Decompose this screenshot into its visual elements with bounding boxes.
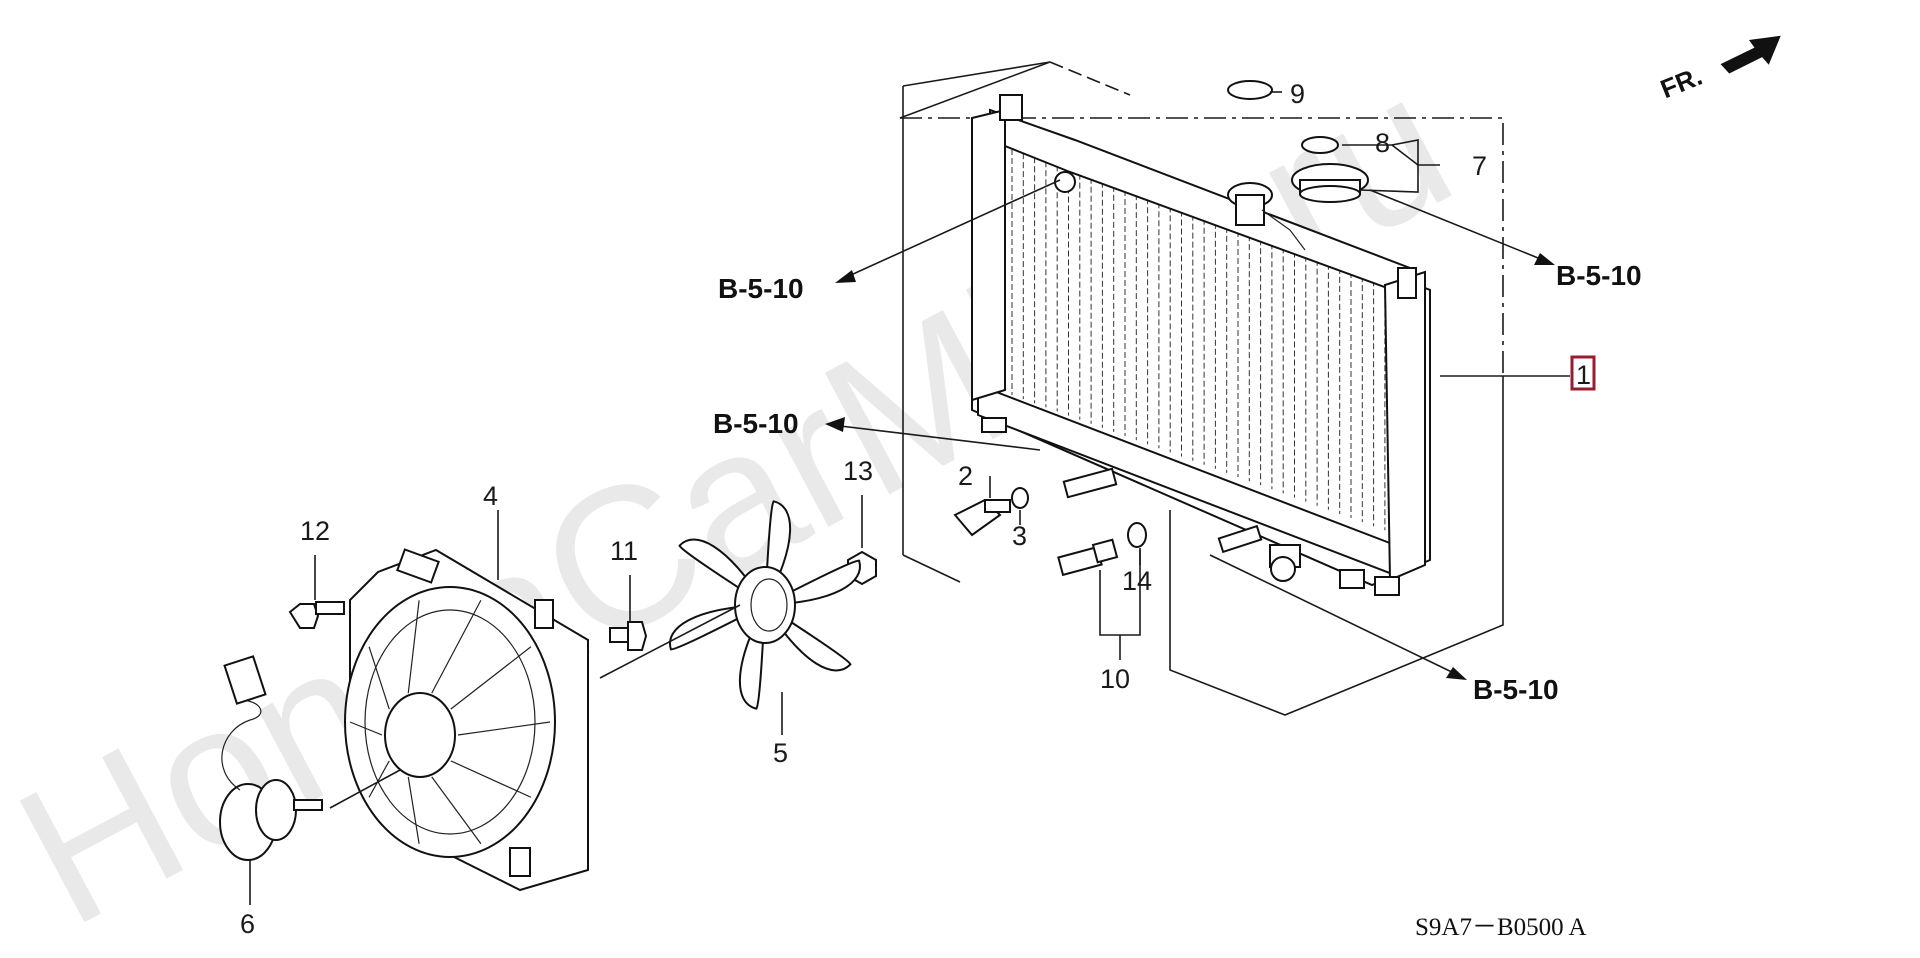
reference-link-left-top[interactable]: B-5-10 (718, 273, 804, 304)
front-arrow-icon (1720, 35, 1781, 74)
drawing-code: S9A7－B0500 A (1415, 914, 1587, 941)
reference-link-left-mid[interactable]: B-5-10 (713, 408, 799, 439)
shroud-spoke (368, 646, 390, 710)
part-label-6: 6 (240, 909, 255, 939)
reference-link-right-bottom[interactable]: B-5-10 (1473, 674, 1559, 705)
part-label-11: 11 (610, 536, 638, 566)
radiator[interactable] (971, 94, 1431, 596)
part-label-8: 8 (1375, 128, 1390, 158)
fan-shroud[interactable] (344, 548, 589, 892)
o-ring-filler[interactable] (1227, 80, 1273, 100)
leader-lines (249, 91, 1570, 905)
radiator-core-fins (1011, 140, 1386, 531)
part-label-3: 3 (1012, 521, 1027, 551)
part-label-12: 12 (300, 516, 330, 546)
shroud-spoke (407, 776, 420, 844)
bolt-shroud[interactable] (609, 621, 648, 651)
o-ring-drain[interactable] (1011, 487, 1029, 509)
reference-arrows (825, 179, 1555, 680)
shroud-spoke (407, 600, 420, 694)
shroud-spoke (368, 760, 390, 798)
radiator-frame (899, 61, 1504, 716)
part-label-4: 4 (483, 481, 498, 511)
shroud-spoke (457, 721, 551, 736)
part-label-10: 10 (1100, 664, 1130, 694)
fan[interactable] (669, 500, 861, 711)
shroud-spoke (431, 599, 482, 694)
svg-text:1: 1 (1576, 360, 1591, 390)
part-label-1[interactable]: 1 (1570, 355, 1596, 391)
shroud-spoke (349, 721, 383, 736)
part-label-7: 7 (1472, 151, 1487, 181)
o-ring-switch[interactable] (1127, 522, 1147, 548)
part-label-2: 2 (958, 461, 973, 491)
shroud-spoke (450, 646, 532, 710)
part-label-14: 14 (1122, 566, 1152, 596)
front-direction-arrow: FR. (1656, 35, 1781, 105)
cap-seal[interactable] (1301, 136, 1339, 154)
bolt-motor[interactable] (288, 601, 345, 629)
front-label: FR. (1656, 61, 1706, 105)
shroud-spoke (450, 760, 532, 798)
radiator-cap[interactable] (1291, 163, 1369, 203)
drain-plug[interactable] (953, 498, 1011, 537)
fan-switch[interactable] (1057, 538, 1119, 577)
fan-motor[interactable] (219, 655, 323, 861)
part-label-5: 5 (773, 738, 788, 768)
shroud-spoke (431, 776, 482, 845)
shroud-spokes (349, 599, 551, 845)
part-label-13: 13 (843, 456, 873, 486)
reference-link-right-top[interactable]: B-5-10 (1556, 260, 1642, 291)
part-label-9: 9 (1290, 79, 1305, 109)
